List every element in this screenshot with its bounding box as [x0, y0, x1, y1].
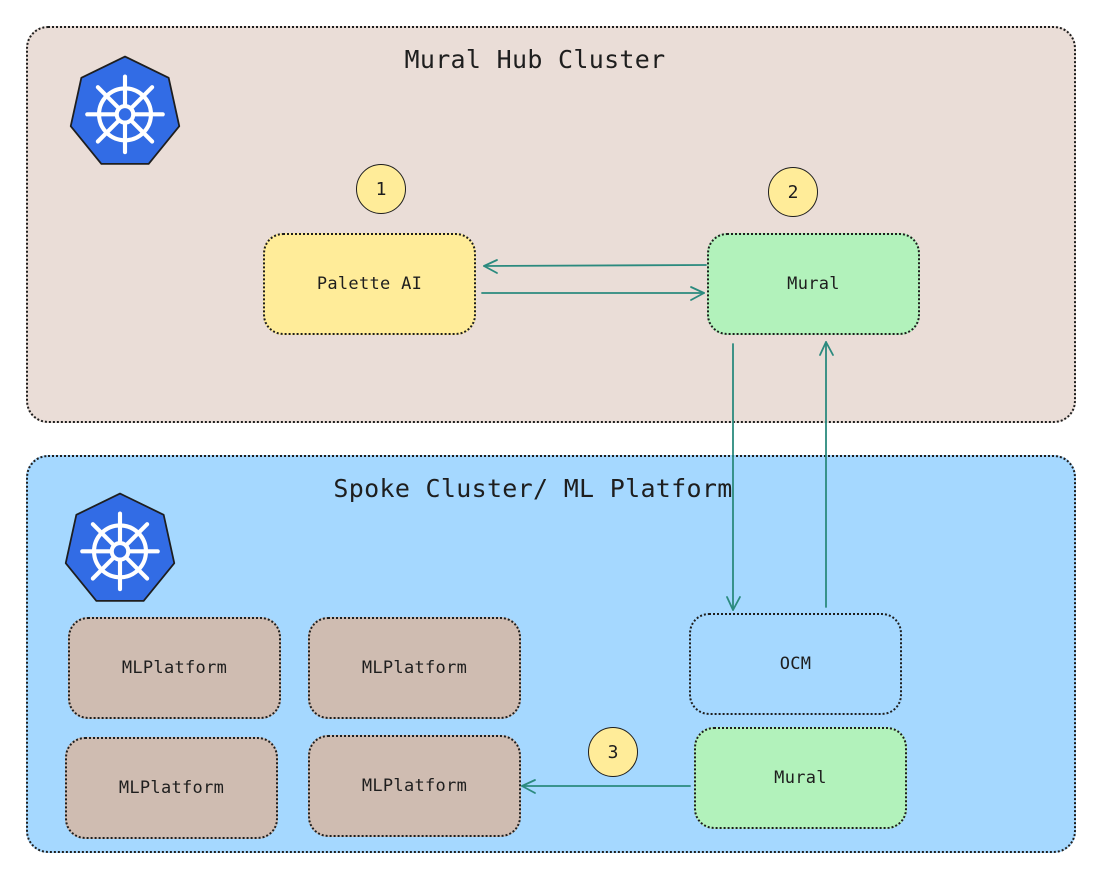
mlplatform-node[interactable]: MLPlatform [308, 617, 521, 719]
mlplatform-label: MLPlatform [361, 658, 468, 678]
step-badge-2: 2 [768, 167, 818, 217]
hub-cluster-title: Mural Hub Cluster [404, 45, 666, 74]
mlplatform-label: MLPlatform [118, 778, 225, 798]
spoke-mural-label: Mural [774, 768, 827, 788]
spoke-cluster-title: Spoke Cluster/ ML Platform [333, 474, 733, 503]
step-badge-1: 1 [356, 164, 406, 214]
ocm-label: OCM [779, 654, 812, 674]
hub-mural-label: Mural [787, 274, 840, 294]
ocm-node[interactable]: OCM [689, 613, 902, 715]
hub-cluster-region: Mural Hub Cluster [26, 26, 1076, 423]
mlplatform-label: MLPlatform [121, 658, 228, 678]
spoke-mural-node[interactable]: Mural [694, 727, 907, 829]
palette-ai-label: Palette AI [316, 274, 423, 294]
mlplatform-node[interactable]: MLPlatform [308, 735, 521, 837]
mlplatform-label: MLPlatform [361, 776, 468, 796]
kubernetes-icon [69, 55, 181, 165]
hub-mural-node[interactable]: Mural [707, 233, 920, 335]
mlplatform-node[interactable]: MLPlatform [65, 737, 278, 839]
kubernetes-icon [64, 492, 176, 602]
step-badge-3: 3 [588, 727, 638, 777]
mlplatform-node[interactable]: MLPlatform [68, 617, 281, 719]
palette-ai-node[interactable]: Palette AI [263, 233, 476, 335]
